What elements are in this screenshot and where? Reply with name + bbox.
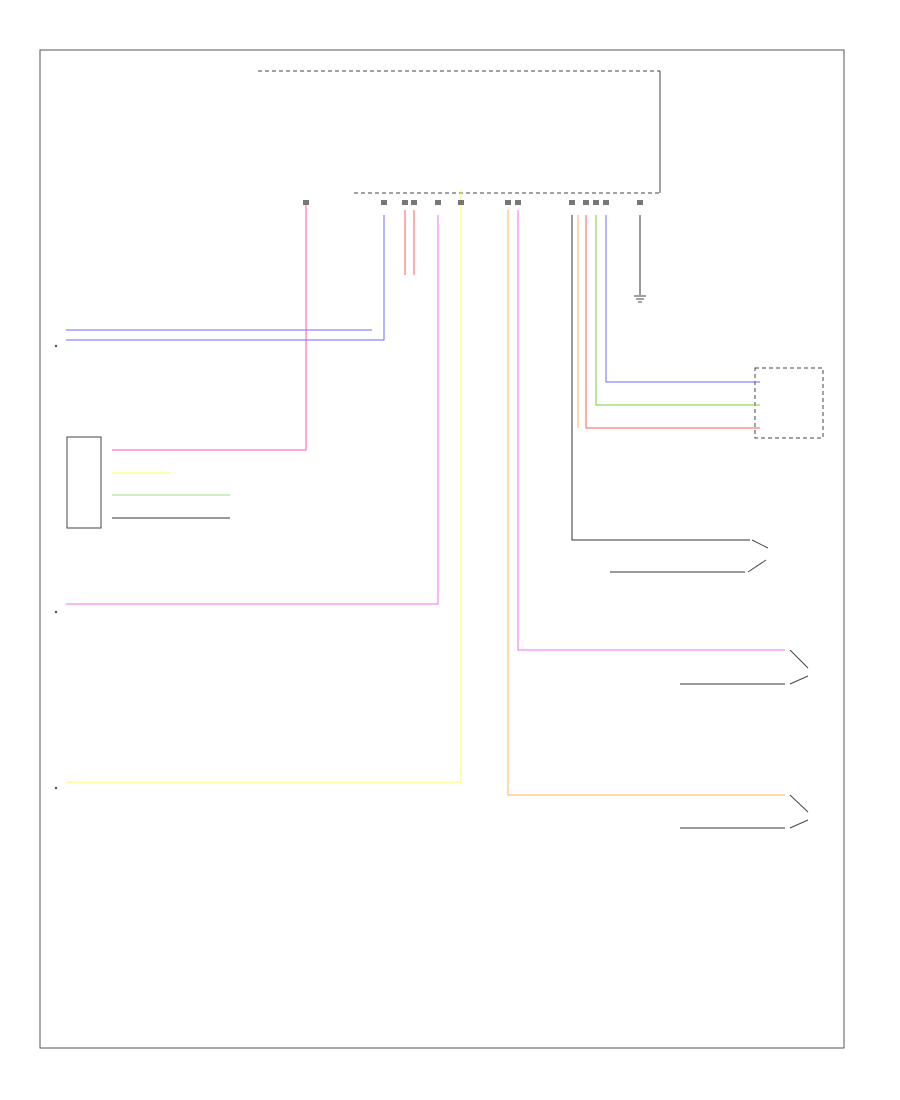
connector-icon	[381, 200, 387, 205]
wire-blue	[66, 215, 385, 341]
terminal-dot	[54, 610, 58, 614]
connector-icon	[435, 200, 441, 205]
connector-icon	[593, 200, 599, 205]
connector-icon	[505, 200, 511, 205]
wire-pink	[112, 205, 307, 451]
switch-arm	[789, 649, 809, 669]
connector-icon	[583, 200, 589, 205]
wire-gray-right	[571, 215, 750, 541]
diagram-frame	[39, 49, 845, 1049]
connector-icon	[637, 200, 643, 205]
wire-magenta-left	[66, 215, 439, 605]
switch-icon	[789, 649, 809, 685]
switch-arm	[789, 675, 809, 685]
switch-icon	[747, 539, 769, 573]
connector-icon	[458, 200, 464, 205]
central-module	[258, 70, 661, 194]
connector-icon	[603, 200, 609, 205]
switch-arm	[789, 819, 809, 829]
connector-icon	[303, 200, 309, 205]
connector-icon	[569, 200, 575, 205]
module-pins	[303, 200, 643, 205]
fuel-component-box	[754, 367, 824, 439]
wire-blue-right	[605, 215, 760, 383]
switch-arm	[751, 539, 769, 549]
wire-group	[66, 190, 785, 829]
wire-green-right	[595, 215, 760, 406]
terminal-dot	[54, 344, 58, 348]
wire-orange	[507, 210, 785, 796]
connector-icon	[402, 200, 408, 205]
terminal-dot	[54, 786, 58, 790]
wire-magenta-right	[517, 210, 785, 651]
switch-arm	[747, 559, 767, 573]
left-connector-box	[66, 436, 102, 529]
connector-icon	[411, 200, 417, 205]
wire-red-right	[585, 215, 760, 429]
edge-terminals	[54, 344, 58, 790]
switch-arm	[789, 794, 809, 813]
connector-icon	[515, 200, 521, 205]
ground-icon	[634, 295, 646, 303]
wire-yellow	[66, 190, 462, 783]
switch-icon	[789, 794, 809, 829]
